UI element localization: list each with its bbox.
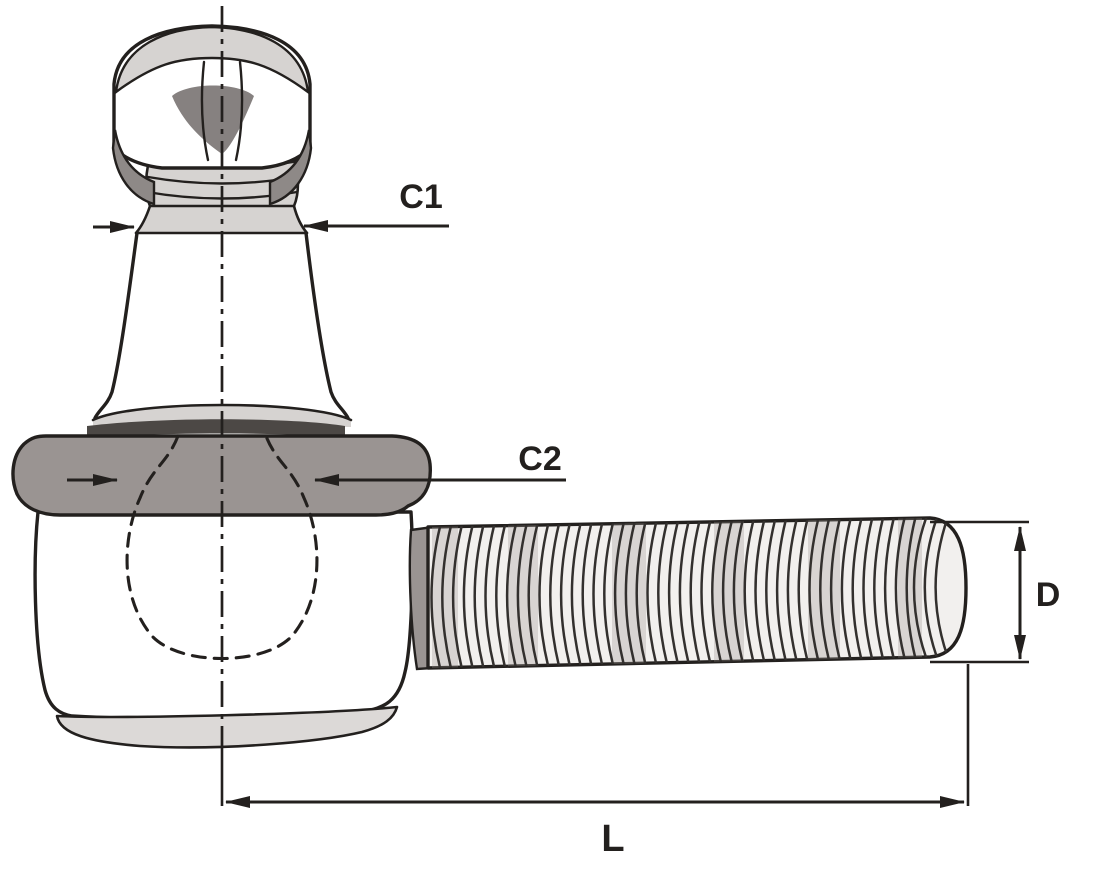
thread-ridges xyxy=(430,518,949,668)
dimension-label-c2: C2 xyxy=(518,440,561,478)
dimension-label-d: D xyxy=(1036,576,1061,614)
threaded-shaft xyxy=(408,516,968,671)
dimension-c1 xyxy=(93,220,449,233)
ball-housing xyxy=(33,510,415,749)
castle-nut-and-neck xyxy=(111,24,313,235)
dimension-label-l: L xyxy=(601,818,624,860)
dimension-d xyxy=(930,520,1029,664)
dimension-label-c1: C1 xyxy=(399,178,442,216)
ball-stud-taper xyxy=(87,231,353,438)
dimension-l xyxy=(225,664,970,808)
